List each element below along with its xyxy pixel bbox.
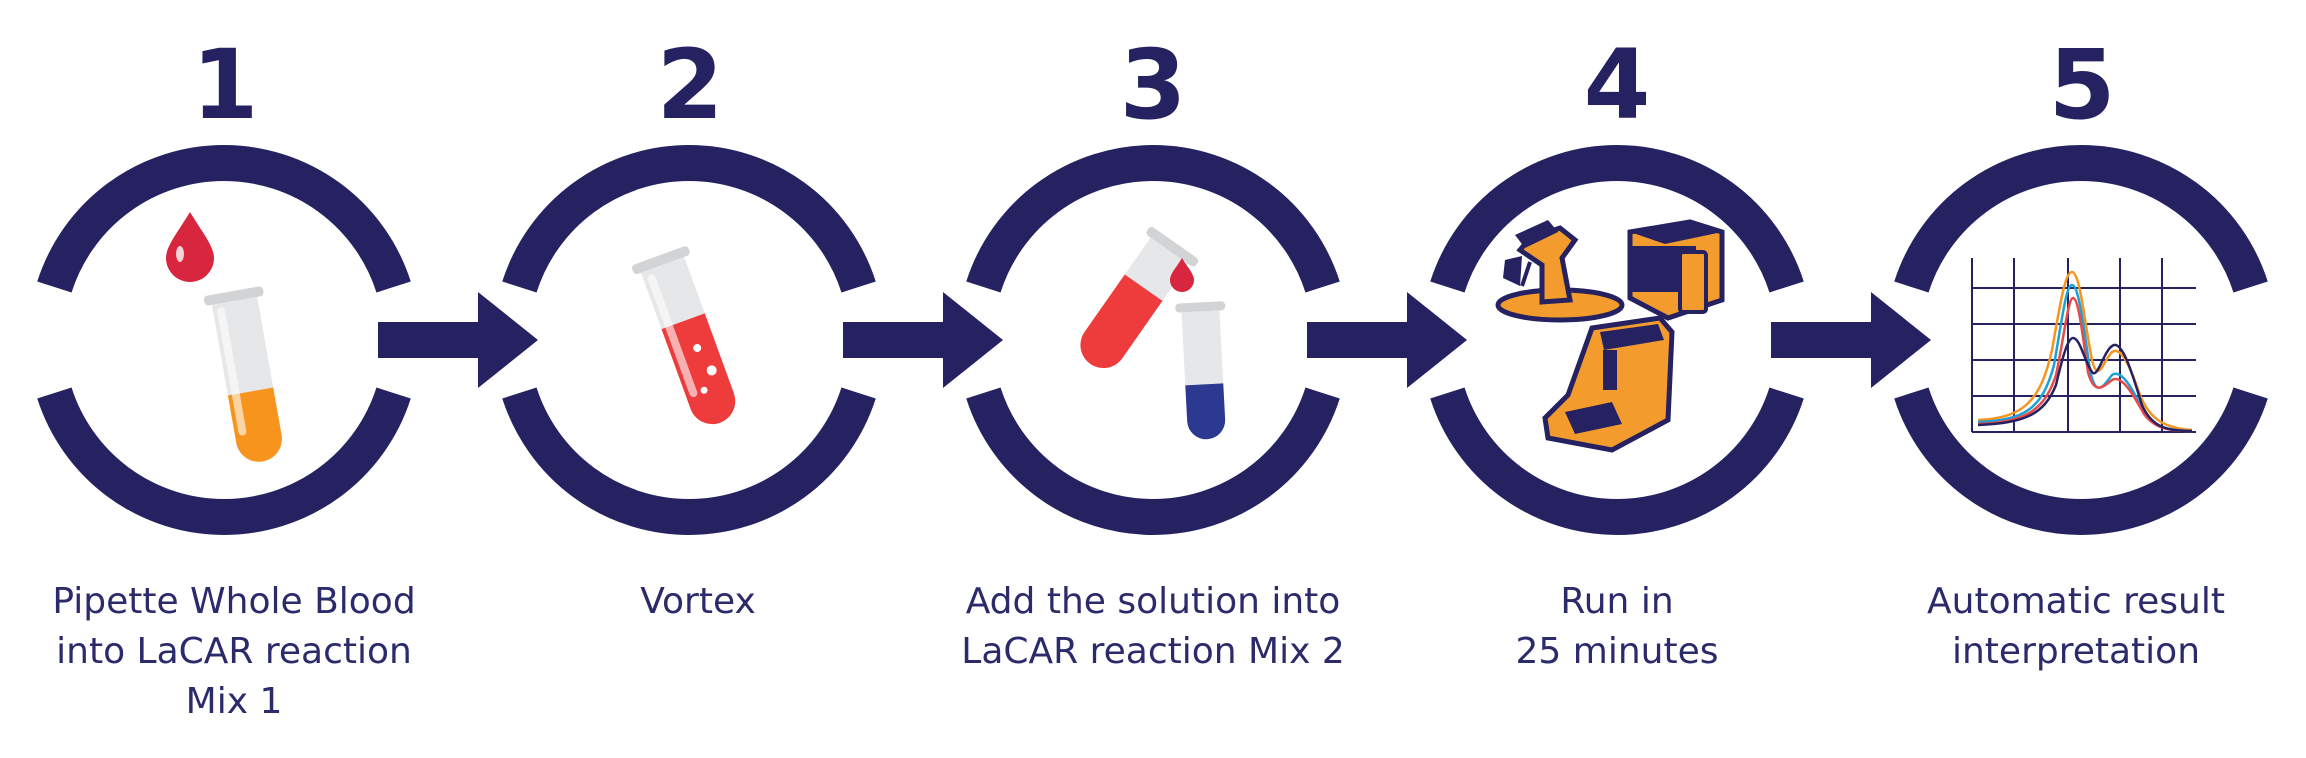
result-chart-icon [1971,258,2196,433]
box-instrument-icon [1627,219,1725,321]
caption-step-4: Run in 25 minutes [1387,577,1847,677]
pipette-blood-tube-icon [166,212,282,462]
analyzer-instrument-icon [1542,315,1675,453]
arrow-2-to-3 [843,292,1003,388]
caption-step-5: Automatic result interpretation [1846,577,2306,677]
instruments-icon [1495,219,1725,453]
caption-line: Vortex [640,581,756,622]
ring-step-5 [1911,163,2250,517]
caption-line: interpretation [1951,631,2201,672]
arrow-1-to-2 [378,292,538,388]
caption-line: Run in [1560,581,1674,622]
caption-line: into LaCAR reaction [56,631,412,672]
ring-step-3 [983,163,1322,517]
step-number-5: 5 [2049,29,2116,141]
arrow-4-to-5 [1771,292,1931,388]
caption-line: 25 minutes [1515,631,1719,672]
curve-red [1977,296,2193,433]
caption-line: Mix 1 [185,681,283,722]
curve-navy [1977,336,2193,433]
transfer-tubes-icon [1080,227,1226,440]
vortex-tube-icon [632,246,736,425]
step-number-4: 4 [1584,29,1651,141]
caption-line: Add the solution into [965,581,1341,622]
caption-step-2: Vortex [468,577,928,627]
caption-step-3: Add the solution into LaCAR reaction Mix… [923,577,1383,677]
step-number-2: 2 [657,29,724,141]
caption-line: LaCAR reaction Mix 2 [961,631,1345,672]
drop-icon [1170,258,1194,292]
caption-step-1: Pipette Whole Blood into LaCAR reaction … [4,577,464,727]
caption-line: Automatic result [1927,581,2225,622]
arrow-3-to-4 [1307,292,1467,388]
tilted-red-tube-icon [1080,227,1199,369]
step-number-1: 1 [192,29,259,141]
blood-drop-icon [166,212,214,282]
caption-line: Pipette Whole Blood [52,581,416,622]
blue-tube-icon [1175,301,1226,440]
test-tube-orange-icon [203,286,282,462]
step-number-3: 3 [1120,29,1187,141]
robot-arm-instrument-icon [1495,220,1625,323]
